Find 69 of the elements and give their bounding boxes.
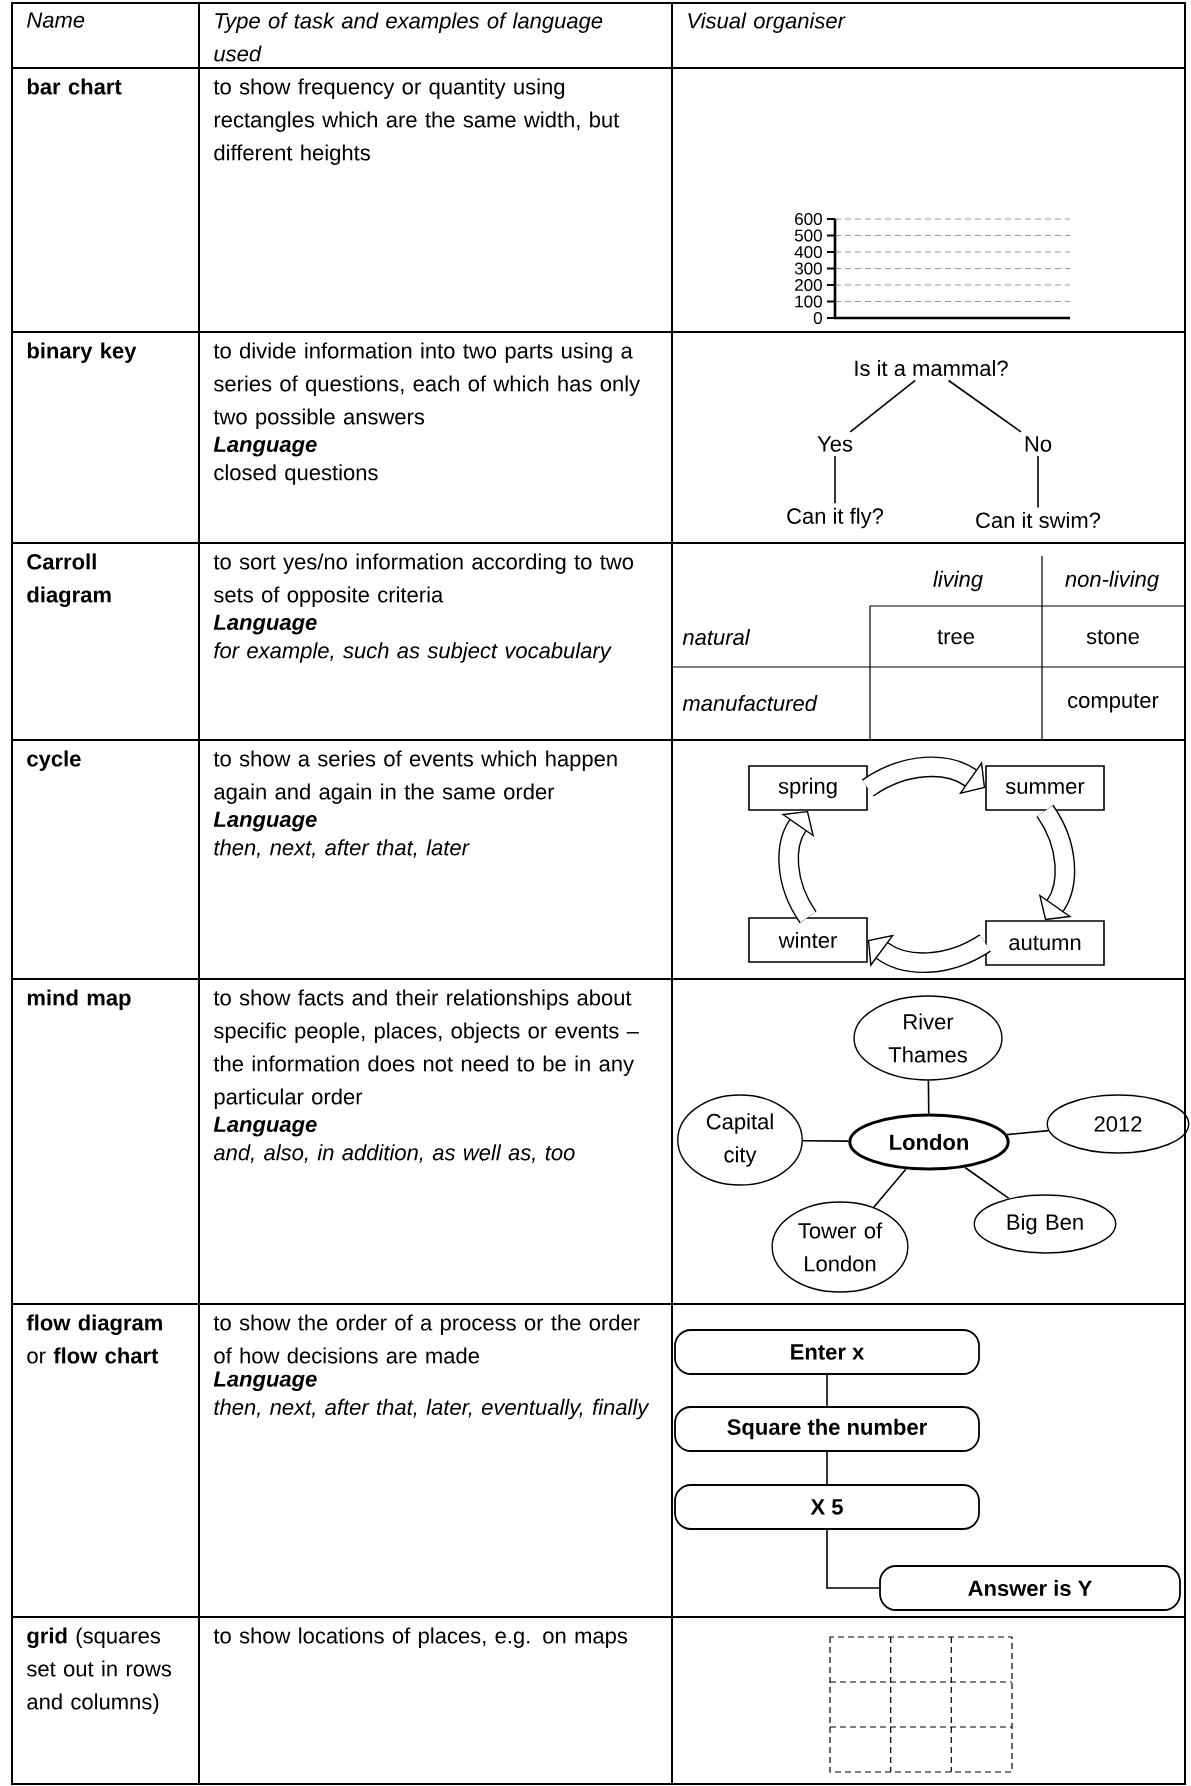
connector-line (947, 379, 1022, 433)
term-name: mind map (27, 989, 131, 1010)
tick-label: 200 (795, 279, 822, 291)
description-text: to show facts and their relationships about specific people, places, objects or events – the information does not need to be in any particular order (213, 989, 639, 1109)
connector-line (826, 1529, 880, 1589)
connector-line (802, 1139, 850, 1142)
connector-line (849, 379, 917, 433)
language-heading: Language (213, 614, 317, 635)
question-text: Can it swim? (976, 511, 1101, 529)
season-box: autumn (985, 920, 1105, 966)
tick-label: 600 (795, 213, 822, 225)
season-box: summer (985, 765, 1105, 811)
table-cell-text: living (933, 570, 983, 592)
question-text: Can it fly? (787, 507, 884, 529)
term-name: cycle (27, 750, 81, 771)
term-name: binary key (27, 342, 137, 363)
block-arrow (867, 934, 991, 973)
connector-line (964, 1166, 1010, 1200)
term-name: grid (squares set out in rows and columns) (27, 1627, 172, 1714)
description-text: to divide information into two parts using a series of questions, each of which has only two possible answers (213, 342, 641, 429)
table-cell-text: natural (682, 628, 751, 646)
table-cell-text: manufactured (682, 694, 818, 712)
description-text: to show a series of events which happen again and again in the same order (213, 750, 617, 804)
block-arrow (1036, 805, 1076, 921)
description-text: to show frequency or quantity using rectangles which are the same width, but different heights (213, 78, 620, 165)
tick-label: 100 (795, 295, 822, 308)
connector-line (1037, 455, 1039, 509)
language-heading: Language (213, 436, 317, 457)
description-text: to show the order of a process or the order of how decisions are made (213, 1314, 640, 1364)
term-name: bar chart (27, 78, 122, 95)
example-text: and, also, in addition, as well as, too (213, 1144, 575, 1163)
language-heading: Language (213, 811, 317, 832)
connector-line (872, 1168, 907, 1208)
example-text: then, next, after that, later (214, 839, 470, 858)
process-box: Answer is Y (879, 1565, 1181, 1611)
connector-line (826, 1374, 828, 1407)
tick-label: 300 (794, 262, 822, 275)
description-text: closed questions (214, 464, 378, 485)
question-text: Is it a mammal? (855, 359, 1008, 377)
connector-line (826, 1451, 828, 1485)
table-cell-text: stone (1086, 629, 1139, 645)
table-cell-text: computer (1068, 693, 1159, 713)
table-cell-text: non-living (1065, 570, 1159, 592)
language-heading: Language (213, 1371, 317, 1392)
tick-label: 500 (794, 229, 822, 242)
block-arrow (862, 756, 986, 797)
block-arrow (778, 810, 817, 923)
tick-label: 400 (794, 246, 822, 258)
answer-text: Yes (817, 436, 853, 452)
column-heading: Visual organiser (688, 12, 846, 33)
term-name: flow diagram or flow chart (26, 1314, 162, 1364)
table-cell-text: tree (937, 629, 974, 645)
example-text: for example, such as subject vocabulary (214, 642, 612, 663)
process-box: X 5 (674, 1484, 980, 1530)
season-box: winter (748, 917, 868, 963)
example-text: then, next, after that, later, eventually, finally (214, 1398, 650, 1420)
tick-label: 0 (813, 312, 822, 324)
description-text: to show locations of places, e.g. on maps (213, 1627, 628, 1648)
description-text: to sort yes/no information according to two sets of opposite criteria (213, 553, 634, 607)
connector-line (834, 455, 836, 505)
process-box: Square the number (674, 1406, 980, 1452)
column-heading: Name (27, 12, 85, 28)
language-heading: Language (213, 1116, 317, 1137)
term-name: Carroll diagram (27, 553, 111, 607)
connector-line (927, 1079, 930, 1115)
answer-text: No (1025, 436, 1052, 452)
process-box: Enter x (674, 1329, 980, 1375)
season-box: spring (748, 765, 868, 811)
connector-line (1006, 1129, 1050, 1136)
